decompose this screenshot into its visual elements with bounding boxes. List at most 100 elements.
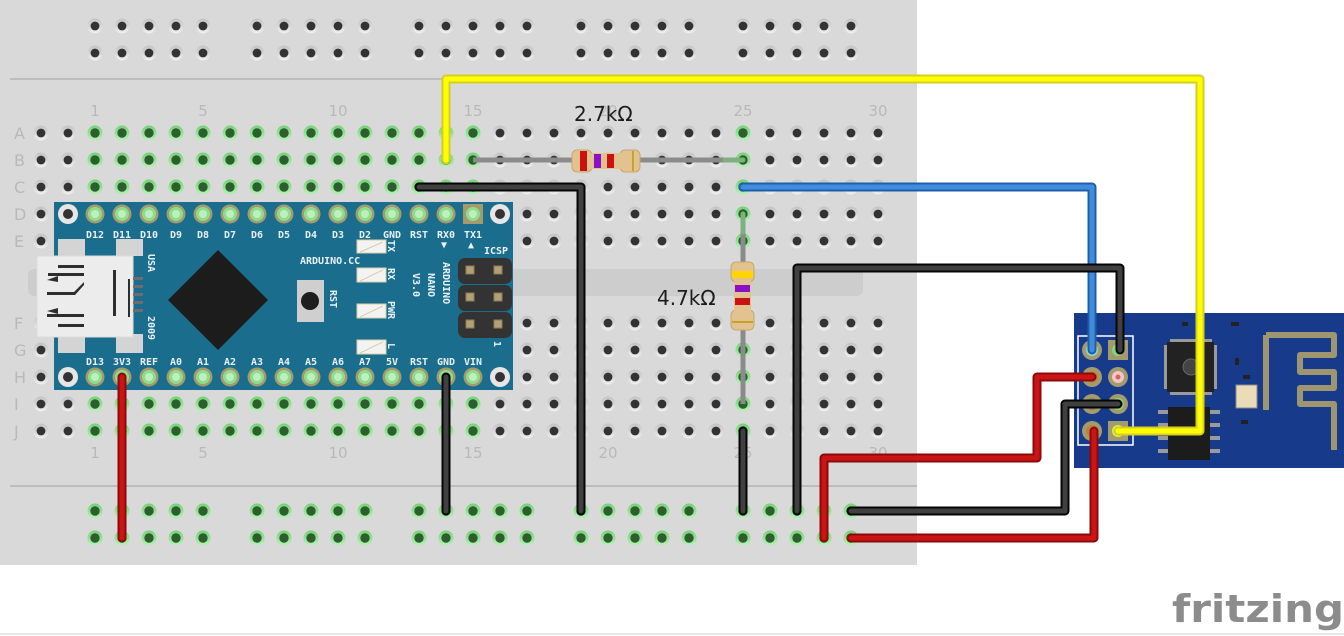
- breadboard-hole[interactable]: [627, 315, 643, 331]
- breadboard-hole[interactable]: [627, 179, 643, 195]
- power-rail-hole[interactable]: [303, 18, 319, 34]
- breadboard-hole[interactable]: [141, 423, 157, 439]
- power-rail-hole[interactable]: [438, 530, 454, 546]
- breadboard-hole[interactable]: [222, 152, 238, 168]
- breadboard-hole[interactable]: [33, 342, 49, 358]
- power-rail-hole[interactable]: [168, 45, 184, 61]
- power-rail-hole[interactable]: [330, 18, 346, 34]
- breadboard-hole[interactable]: [519, 233, 535, 249]
- breadboard-hole[interactable]: [843, 423, 859, 439]
- breadboard-hole[interactable]: [384, 179, 400, 195]
- power-rail-hole[interactable]: [735, 45, 751, 61]
- breadboard-hole[interactable]: [114, 152, 130, 168]
- breadboard-hole[interactable]: [681, 233, 697, 249]
- power-rail-hole[interactable]: [735, 530, 751, 546]
- breadboard-hole[interactable]: [330, 125, 346, 141]
- power-rail-hole[interactable]: [681, 45, 697, 61]
- breadboard-hole[interactable]: [681, 125, 697, 141]
- breadboard-hole[interactable]: [735, 125, 751, 141]
- power-rail-hole[interactable]: [303, 503, 319, 519]
- arduino-pin[interactable]: [220, 367, 240, 387]
- breadboard-hole[interactable]: [600, 206, 616, 222]
- breadboard-hole[interactable]: [762, 342, 778, 358]
- power-rail-hole[interactable]: [87, 18, 103, 34]
- breadboard-hole[interactable]: [600, 179, 616, 195]
- wire-red-vcc[interactable]: [846, 426, 1099, 543]
- breadboard-hole[interactable]: [411, 423, 427, 439]
- arduino-pin[interactable]: [301, 367, 321, 387]
- breadboard-hole[interactable]: [654, 342, 670, 358]
- breadboard-hole[interactable]: [546, 125, 562, 141]
- breadboard-hole[interactable]: [168, 125, 184, 141]
- breadboard-hole[interactable]: [600, 342, 616, 358]
- breadboard-hole[interactable]: [60, 179, 76, 195]
- breadboard-hole[interactable]: [168, 152, 184, 168]
- power-rail-hole[interactable]: [411, 530, 427, 546]
- power-rail-hole[interactable]: [654, 45, 670, 61]
- breadboard-hole[interactable]: [762, 233, 778, 249]
- power-rail-hole[interactable]: [141, 18, 157, 34]
- breadboard-hole[interactable]: [789, 233, 805, 249]
- breadboard-hole[interactable]: [708, 125, 724, 141]
- breadboard-hole[interactable]: [330, 396, 346, 412]
- breadboard-hole[interactable]: [600, 233, 616, 249]
- power-rail-hole[interactable]: [249, 503, 265, 519]
- power-rail-hole[interactable]: [168, 18, 184, 34]
- breadboard-hole[interactable]: [870, 396, 886, 412]
- power-rail-hole[interactable]: [195, 45, 211, 61]
- breadboard-hole[interactable]: [708, 423, 724, 439]
- power-rail-hole[interactable]: [789, 18, 805, 34]
- power-rail-hole[interactable]: [789, 45, 805, 61]
- breadboard-hole[interactable]: [600, 396, 616, 412]
- wire-yellow[interactable]: [441, 74, 1205, 436]
- arduino-pin[interactable]: [247, 367, 267, 387]
- arduino-pin[interactable]: [328, 367, 348, 387]
- breadboard-hole[interactable]: [330, 152, 346, 168]
- power-rail-hole[interactable]: [762, 45, 778, 61]
- wire-black-rst[interactable]: [414, 182, 586, 516]
- breadboard-hole[interactable]: [762, 369, 778, 385]
- breadboard-hole[interactable]: [600, 315, 616, 331]
- breadboard-hole[interactable]: [546, 423, 562, 439]
- breadboard-hole[interactable]: [276, 125, 292, 141]
- arduino-pin[interactable]: [355, 204, 375, 224]
- breadboard-hole[interactable]: [708, 233, 724, 249]
- breadboard-hole[interactable]: [762, 152, 778, 168]
- breadboard-hole[interactable]: [546, 206, 562, 222]
- power-rail-hole[interactable]: [519, 45, 535, 61]
- breadboard-hole[interactable]: [627, 206, 643, 222]
- breadboard-hole[interactable]: [870, 152, 886, 168]
- power-rail-hole[interactable]: [843, 45, 859, 61]
- power-rail-hole[interactable]: [330, 45, 346, 61]
- power-rail-hole[interactable]: [789, 530, 805, 546]
- power-rail-hole[interactable]: [762, 503, 778, 519]
- power-rail-hole[interactable]: [114, 45, 130, 61]
- arduino-pin[interactable]: [382, 367, 402, 387]
- power-rail-hole[interactable]: [627, 530, 643, 546]
- breadboard-hole[interactable]: [114, 125, 130, 141]
- breadboard-hole[interactable]: [33, 396, 49, 412]
- breadboard-hole[interactable]: [330, 179, 346, 195]
- breadboard-hole[interactable]: [303, 396, 319, 412]
- power-rail-hole[interactable]: [276, 45, 292, 61]
- breadboard-hole[interactable]: [519, 206, 535, 222]
- breadboard-hole[interactable]: [843, 396, 859, 412]
- breadboard-hole[interactable]: [681, 179, 697, 195]
- breadboard-hole[interactable]: [816, 206, 832, 222]
- arduino-pin[interactable]: [328, 204, 348, 224]
- power-rail-hole[interactable]: [438, 18, 454, 34]
- breadboard-hole[interactable]: [627, 396, 643, 412]
- arduino-pin[interactable]: [463, 367, 483, 387]
- breadboard-hole[interactable]: [384, 396, 400, 412]
- breadboard-hole[interactable]: [60, 396, 76, 412]
- wire-black-esp-gnd[interactable]: [792, 263, 1125, 516]
- breadboard-hole[interactable]: [843, 369, 859, 385]
- power-rail-hole[interactable]: [465, 45, 481, 61]
- breadboard-hole[interactable]: [762, 423, 778, 439]
- breadboard-hole[interactable]: [357, 125, 373, 141]
- resistor-2k7[interactable]: 2.7kΩ: [473, 102, 746, 173]
- breadboard-hole[interactable]: [384, 423, 400, 439]
- power-rail-hole[interactable]: [681, 18, 697, 34]
- power-rail-hole[interactable]: [573, 530, 589, 546]
- breadboard-hole[interactable]: [546, 315, 562, 331]
